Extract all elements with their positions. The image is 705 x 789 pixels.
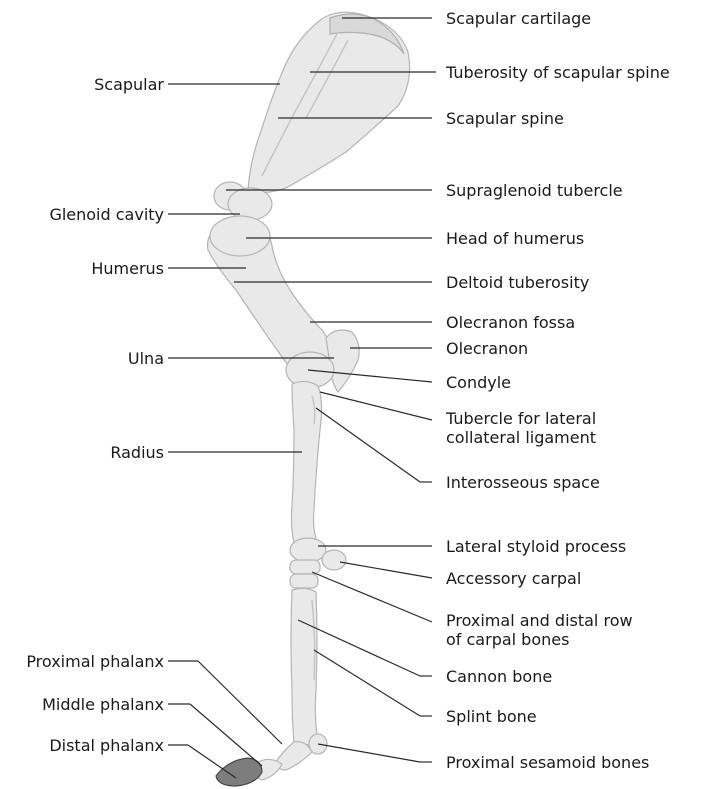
accessory-carpal-shape — [322, 550, 346, 570]
bone-illustration — [208, 12, 410, 786]
labels-left: Scapular Glenoid cavity Humerus Ulna Rad… — [26, 75, 164, 755]
label-lateral-styloid-process: Lateral styloid process — [446, 537, 626, 556]
label-ulna: Ulna — [128, 349, 164, 368]
label-condyle: Condyle — [446, 373, 511, 392]
label-middle-phalanx: Middle phalanx — [42, 695, 164, 714]
label-splint-bone: Splint bone — [446, 707, 537, 726]
head-of-humerus-shape — [210, 216, 270, 256]
label-interosseous-space: Interosseous space — [446, 473, 600, 492]
leader-splint-bone — [314, 650, 420, 716]
label-proximal-sesamoid-bones: Proximal sesamoid bones — [446, 753, 649, 772]
label-accessory-carpal: Accessory carpal — [446, 569, 581, 588]
label-proximal-phalanx: Proximal phalanx — [26, 652, 164, 671]
label-carpal-rows-line2: of carpal bones — [446, 630, 569, 649]
carpal-row-proximal — [290, 560, 320, 574]
labels-right: Scapular cartilage Tuberosity of scapula… — [445, 9, 670, 772]
label-tuberosity-of-scapular-spine: Tuberosity of scapular spine — [445, 63, 670, 82]
lateral-styloid-shape — [290, 538, 326, 562]
label-scapular-cartilage: Scapular cartilage — [446, 9, 591, 28]
leader-tubercle-lateral — [320, 392, 432, 420]
label-supraglenoid-tubercle: Supraglenoid tubercle — [446, 181, 623, 200]
label-scapular: Scapular — [94, 75, 164, 94]
radius — [292, 381, 322, 550]
label-olecranon-fossa: Olecranon fossa — [446, 313, 575, 332]
leader-proximal-phalanx-b — [198, 661, 282, 744]
distal-phalanx-hoof — [216, 758, 262, 786]
label-glenoid-cavity: Glenoid cavity — [49, 205, 164, 224]
glenoid-cavity-shape — [228, 188, 272, 220]
label-olecranon: Olecranon — [446, 339, 528, 358]
label-tubercle-lateral-line1: Tubercle for lateral — [445, 409, 596, 428]
leader-accessory-carpal — [340, 562, 432, 578]
label-radius: Radius — [110, 443, 164, 462]
label-humerus: Humerus — [91, 259, 164, 278]
label-cannon-bone: Cannon bone — [446, 667, 552, 686]
label-distal-phalanx: Distal phalanx — [49, 736, 164, 755]
leader-carpal-rows — [312, 572, 432, 622]
label-tubercle-lateral-line2: collateral ligament — [446, 428, 596, 447]
leader-distal-phalanx-b — [188, 745, 236, 778]
leader-interosseous-space — [316, 408, 420, 482]
label-carpal-rows-line1: Proximal and distal row — [446, 611, 633, 630]
label-deltoid-tuberosity: Deltoid tuberosity — [446, 273, 589, 292]
leader-proximal-sesamoid-bones — [318, 744, 420, 762]
carpal-row-distal — [290, 574, 318, 588]
label-scapular-spine: Scapular spine — [446, 109, 564, 128]
label-head-of-humerus: Head of humerus — [446, 229, 584, 248]
